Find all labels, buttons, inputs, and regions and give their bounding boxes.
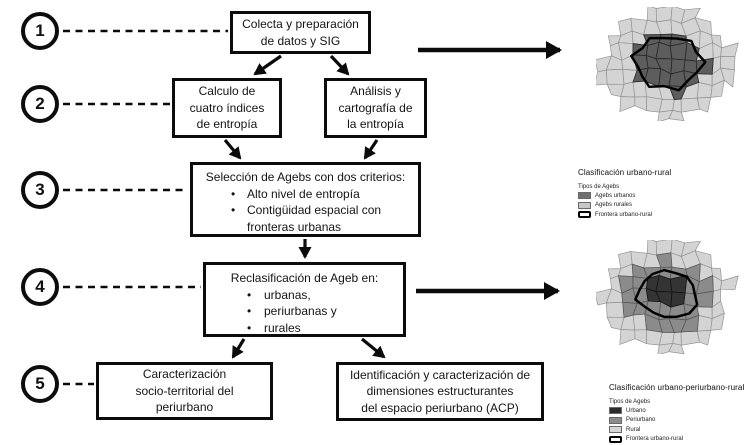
legend-urbano-rural: Clasificación urbano-rural Tipos de Ageb…	[578, 168, 743, 221]
legend-label: Rural	[626, 426, 641, 433]
box-reclasificacion-ageb: Reclasificación de Ageb en: urbanas, per…	[203, 262, 406, 337]
bullet-item: rurales	[206, 320, 403, 337]
swatch-agebs-urbanos	[578, 192, 591, 199]
legend-item: Urbano	[609, 407, 747, 414]
step-circle-3: 3	[21, 171, 59, 209]
legend-item: Periurbano	[609, 416, 747, 424]
swatch-urbano	[609, 407, 622, 414]
map-urbano-periurbano-rural	[596, 240, 739, 354]
legend-subtitle: Tipos de Agebs	[578, 184, 620, 190]
swatch-agebs-rurales	[578, 201, 591, 209]
arrow-box1-to-box2b	[329, 54, 350, 76]
legend-item: Frontera urbano-rural	[609, 435, 747, 443]
step-number: 2	[35, 94, 45, 113]
bullet-item: Alto nivel de entropía	[193, 186, 418, 203]
box-analisis-cartografia: Análisis y cartografía de la entropía	[324, 78, 427, 138]
box-colecta-datos: Colecta y preparación de datos y SIG	[230, 11, 371, 54]
legend-title: Clasificación urbano-rural	[578, 168, 672, 177]
box-text: Identificación y caracterización de dime…	[349, 367, 531, 415]
arrow-box1-to-box2a	[253, 54, 282, 76]
bullet-item: urbanas,	[206, 287, 403, 304]
swatch-frontera-urbano-rural	[609, 435, 622, 443]
swatch-frontera-urbano-rural	[578, 211, 591, 218]
step-circle-4: 4	[21, 268, 59, 306]
legend-label: Agebs urbanos	[595, 192, 636, 199]
box-text: Análisis y cartografía de la entropía	[338, 84, 413, 132]
box-text: Caracterización socio-territorial del pe…	[135, 367, 234, 415]
legend-subtitle: Tipos de Agebs	[609, 399, 651, 405]
step-number: 3	[35, 180, 45, 199]
box-text: Colecta y preparación de datos y SIG	[242, 17, 359, 48]
step-number: 1	[35, 21, 45, 40]
box-title: Reclasificación de Ageb en:	[230, 271, 379, 285]
legend-urbano-periurbano-rural: Clasificación urbano-periurbano-rural Ti…	[609, 383, 747, 445]
legend-label: Agebs rurales	[595, 202, 633, 208]
legend-item: Agebs urbanos	[578, 192, 743, 199]
box-text: Calculo de cuatro índices de entropía	[189, 84, 265, 132]
box-calculo-indices: Calculo de cuatro índices de entropía	[172, 78, 282, 138]
legend-title: Clasificación urbano-periurbano-rural	[609, 383, 745, 392]
box-title: Selección de Agebs con dos criterios:	[205, 170, 406, 184]
legend-label: Urbano	[626, 407, 646, 414]
step-circle-5: 5	[21, 365, 59, 403]
legend-label: Frontera urbano-rural	[626, 436, 684, 442]
arrow-box2b-to-box3	[363, 139, 379, 160]
arrow-box2a-to-box3	[223, 138, 242, 160]
step-circle-2: 2	[21, 85, 59, 123]
swatch-periurbano	[609, 416, 622, 424]
box-caracterizacion-socioterritorial: Caracterización socio-territorial del pe…	[96, 362, 273, 420]
box-identificacion-dimensiones: Identificación y caracterización de dime…	[336, 362, 544, 421]
box-seleccion-agebs: Selección de Agebs con dos criterios: Al…	[190, 162, 421, 237]
map-urbano-rural	[596, 7, 739, 121]
bullet-item: periurbanas y	[206, 303, 403, 320]
arrow-box4-to-box5b	[360, 337, 386, 359]
step-number: 5	[35, 374, 45, 393]
swatch-rural	[609, 426, 622, 433]
legend-label: Periurbano	[626, 417, 656, 423]
legend-item: Frontera urbano-rural	[578, 211, 743, 218]
arrow-box4-to-box5a	[231, 338, 246, 359]
bullet-item: Contigüidad espacial con fronteras urban…	[193, 202, 418, 235]
step-circle-1: 1	[21, 12, 59, 50]
legend-item: Rural	[609, 426, 747, 433]
legend-label: Frontera urbano-rural	[595, 211, 653, 218]
legend-item: Agebs rurales	[578, 201, 743, 209]
step-number: 4	[35, 277, 45, 296]
